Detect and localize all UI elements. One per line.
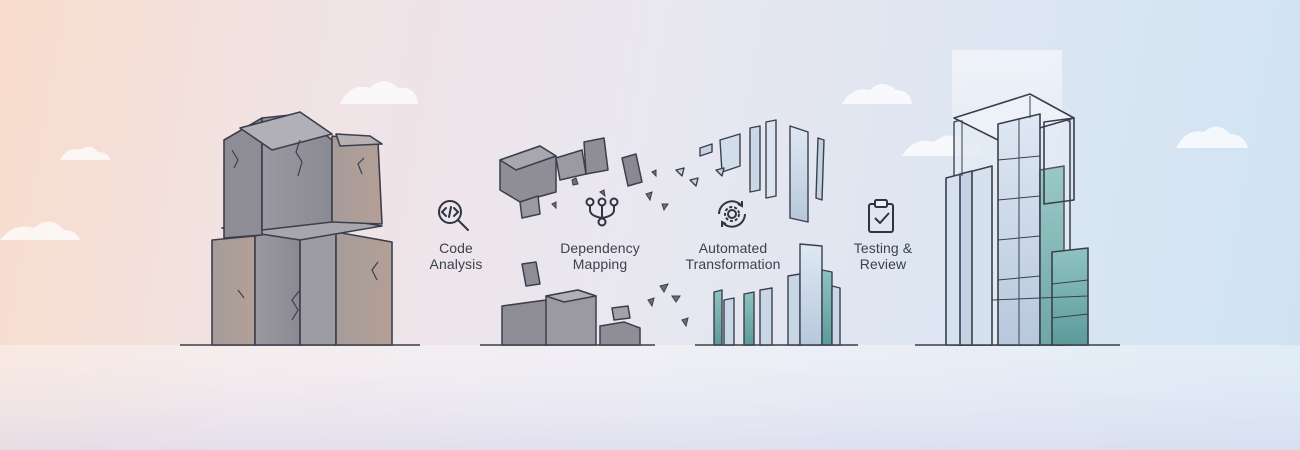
floor	[0, 345, 1300, 450]
glass-panels-lower	[713, 243, 841, 346]
stone-fragments-lower	[501, 261, 641, 346]
monolith-cracks	[231, 139, 379, 321]
monolith-building	[211, 111, 393, 346]
dependency-tree-icon	[585, 197, 619, 227]
stage-label-line2: Review	[859, 256, 907, 272]
stone-debris	[551, 169, 689, 328]
stage-label-line2: Mapping	[572, 256, 628, 272]
stage-label-line1: Dependency	[560, 240, 640, 256]
modern-glass-tower	[945, 93, 1089, 346]
stage-label-code-analysis: Code Analysis	[376, 240, 536, 272]
clipboard-check-icon	[868, 199, 894, 233]
gear-cycle-icon	[718, 200, 746, 228]
tower-grid-lines	[961, 96, 1089, 345]
stage-label-line2: Analysis	[429, 256, 483, 272]
clouds	[0, 81, 1248, 240]
stage-label-testing-review: Testing & Review	[803, 240, 963, 272]
code-search-icon	[438, 200, 469, 231]
stage-label-automated-transformation: Automated Transformation	[653, 240, 813, 272]
stage-label-line1: Testing &	[853, 240, 913, 256]
stage-label-dependency-mapping: Dependency Mapping	[520, 240, 680, 272]
stone-fragments-upper	[499, 137, 643, 219]
stage-label-line2: Transformation	[685, 256, 781, 272]
glass-panels-upper	[675, 119, 825, 223]
stage-label-line1: Code	[439, 240, 473, 256]
stage-label-line1: Automated	[698, 240, 768, 256]
